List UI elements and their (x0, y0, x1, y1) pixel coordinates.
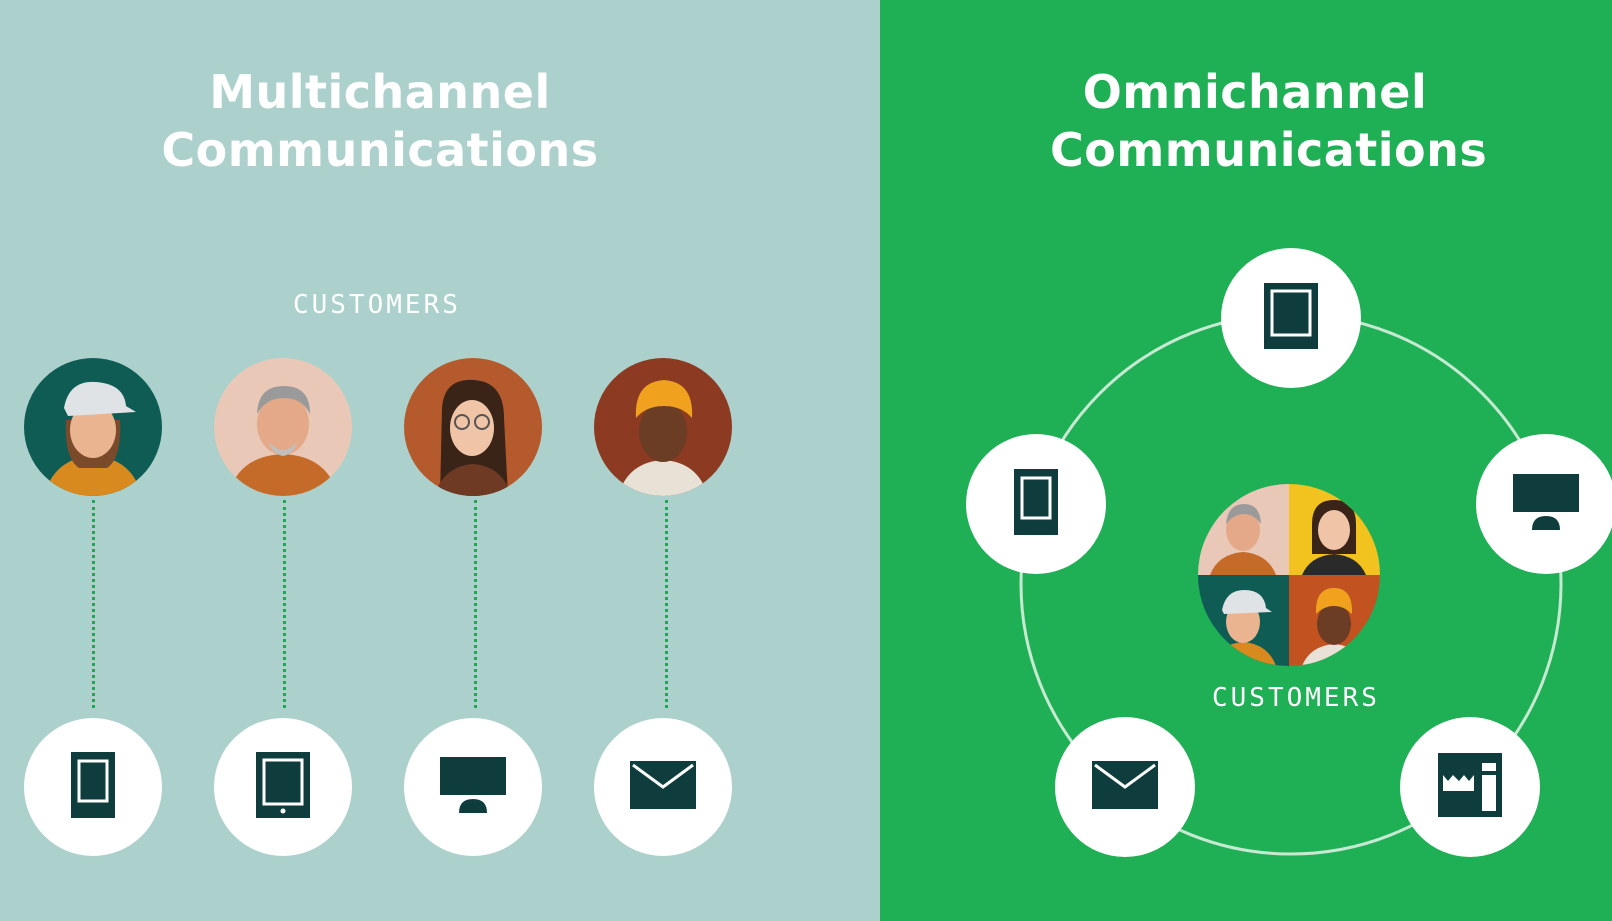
multichannel-panel: Multichannel Communications CUSTOMERS (0, 0, 880, 921)
mail-icon (1092, 761, 1158, 813)
channel-circle-tablet (214, 718, 352, 856)
omnichannel-title-line2: Communications (1050, 123, 1488, 177)
customer-portrait-1 (24, 358, 162, 496)
tablet-icon (256, 752, 310, 822)
multichannel-title-line1: Multichannel (209, 65, 551, 119)
customers-collage-image (1198, 484, 1380, 666)
phone-icon (71, 752, 115, 822)
mail-icon (630, 761, 696, 813)
omni-channel-store (1400, 717, 1540, 857)
phone-icon (1014, 469, 1058, 539)
connector-line-3 (474, 500, 477, 708)
customer-avatar-3 (404, 358, 542, 496)
omnichannel-customers-label: CUSTOMERS (1212, 683, 1380, 713)
monitor-icon (1513, 474, 1579, 534)
customer-avatar-2 (214, 358, 352, 496)
customer-portrait-4 (594, 358, 732, 496)
omni-channel-mail (1055, 717, 1195, 857)
tablet-icon (1264, 283, 1318, 353)
customer-portrait-3 (404, 358, 542, 496)
omni-channel-tablet (1221, 248, 1361, 388)
customer-portrait-2 (214, 358, 352, 496)
connector-line-2 (283, 500, 286, 708)
multichannel-title: Multichannel Communications (160, 63, 600, 179)
omni-channel-phone (966, 434, 1106, 574)
omnichannel-panel: Omnichannel Communications CUSTOMERS (880, 0, 1612, 921)
customer-avatar-4 (594, 358, 732, 496)
omnichannel-title-line1: Omnichannel (1082, 65, 1428, 119)
channel-circle-mail (594, 718, 732, 856)
omni-channel-monitor (1476, 434, 1612, 574)
monitor-icon (440, 757, 506, 817)
customers-collage (1198, 484, 1380, 666)
store-icon (1438, 753, 1502, 821)
multichannel-customers-label: CUSTOMERS (293, 290, 461, 320)
connector-line-1 (92, 500, 95, 708)
connector-line-4 (665, 500, 668, 708)
omnichannel-title: Omnichannel Communications (1050, 63, 1488, 179)
channel-circle-monitor (404, 718, 542, 856)
channel-circle-phone (24, 718, 162, 856)
multichannel-title-line2: Communications (161, 123, 599, 177)
customer-avatar-1 (24, 358, 162, 496)
